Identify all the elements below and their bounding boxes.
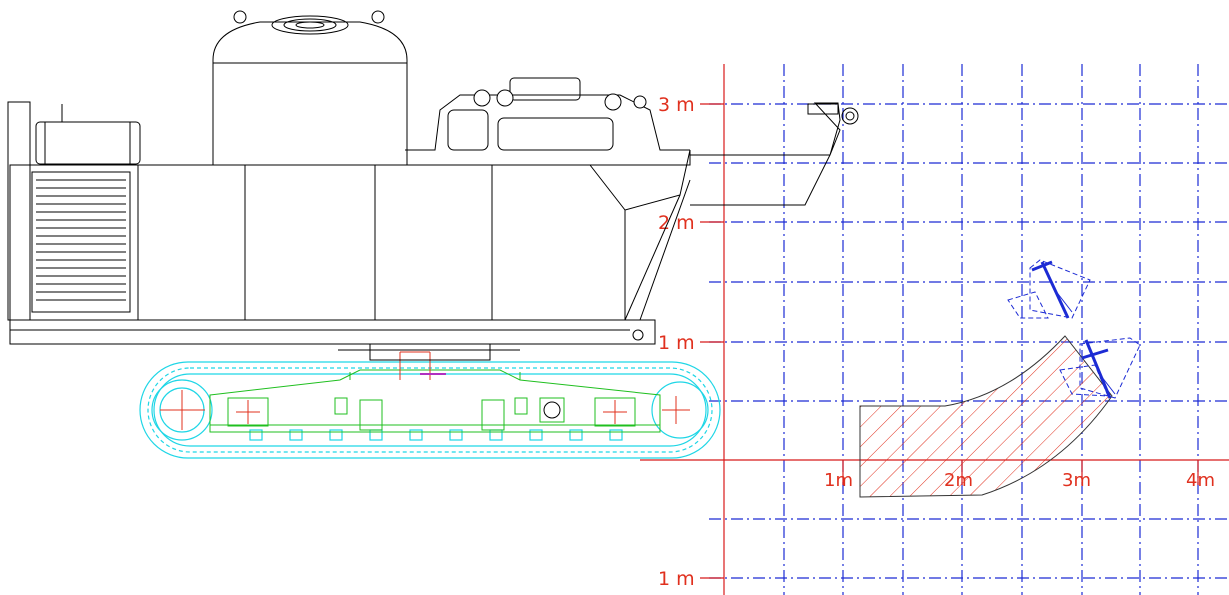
cutter-head-upper <box>1007 259 1091 319</box>
axes <box>640 64 1229 595</box>
label-y-3m: 3 m <box>658 94 695 116</box>
label-y-2m: 2 m <box>658 212 695 234</box>
operator-cab <box>405 77 690 151</box>
radiator-grille <box>31 171 131 313</box>
machine-body <box>7 10 859 361</box>
pressure-vessel <box>212 10 408 165</box>
center-marks <box>160 351 690 430</box>
undercarriage-frame <box>209 369 661 433</box>
cutter-head-lower <box>1059 337 1141 399</box>
label-x-3m: 3m <box>1062 470 1091 491</box>
label-y-1m-upper: 1 m <box>658 332 695 354</box>
boom <box>690 102 859 206</box>
label-x-1m: 1m <box>824 470 853 491</box>
scale-labels: 3 m 2 m 1 m 1 m 1m 2m 3m 4m <box>654 92 1215 590</box>
cutting-area <box>859 335 1113 498</box>
grid <box>709 64 1229 595</box>
fuel-tank <box>35 104 141 165</box>
label-y-1m-lower: 1 m <box>658 568 695 590</box>
label-x-4m: 4m <box>1186 470 1215 491</box>
